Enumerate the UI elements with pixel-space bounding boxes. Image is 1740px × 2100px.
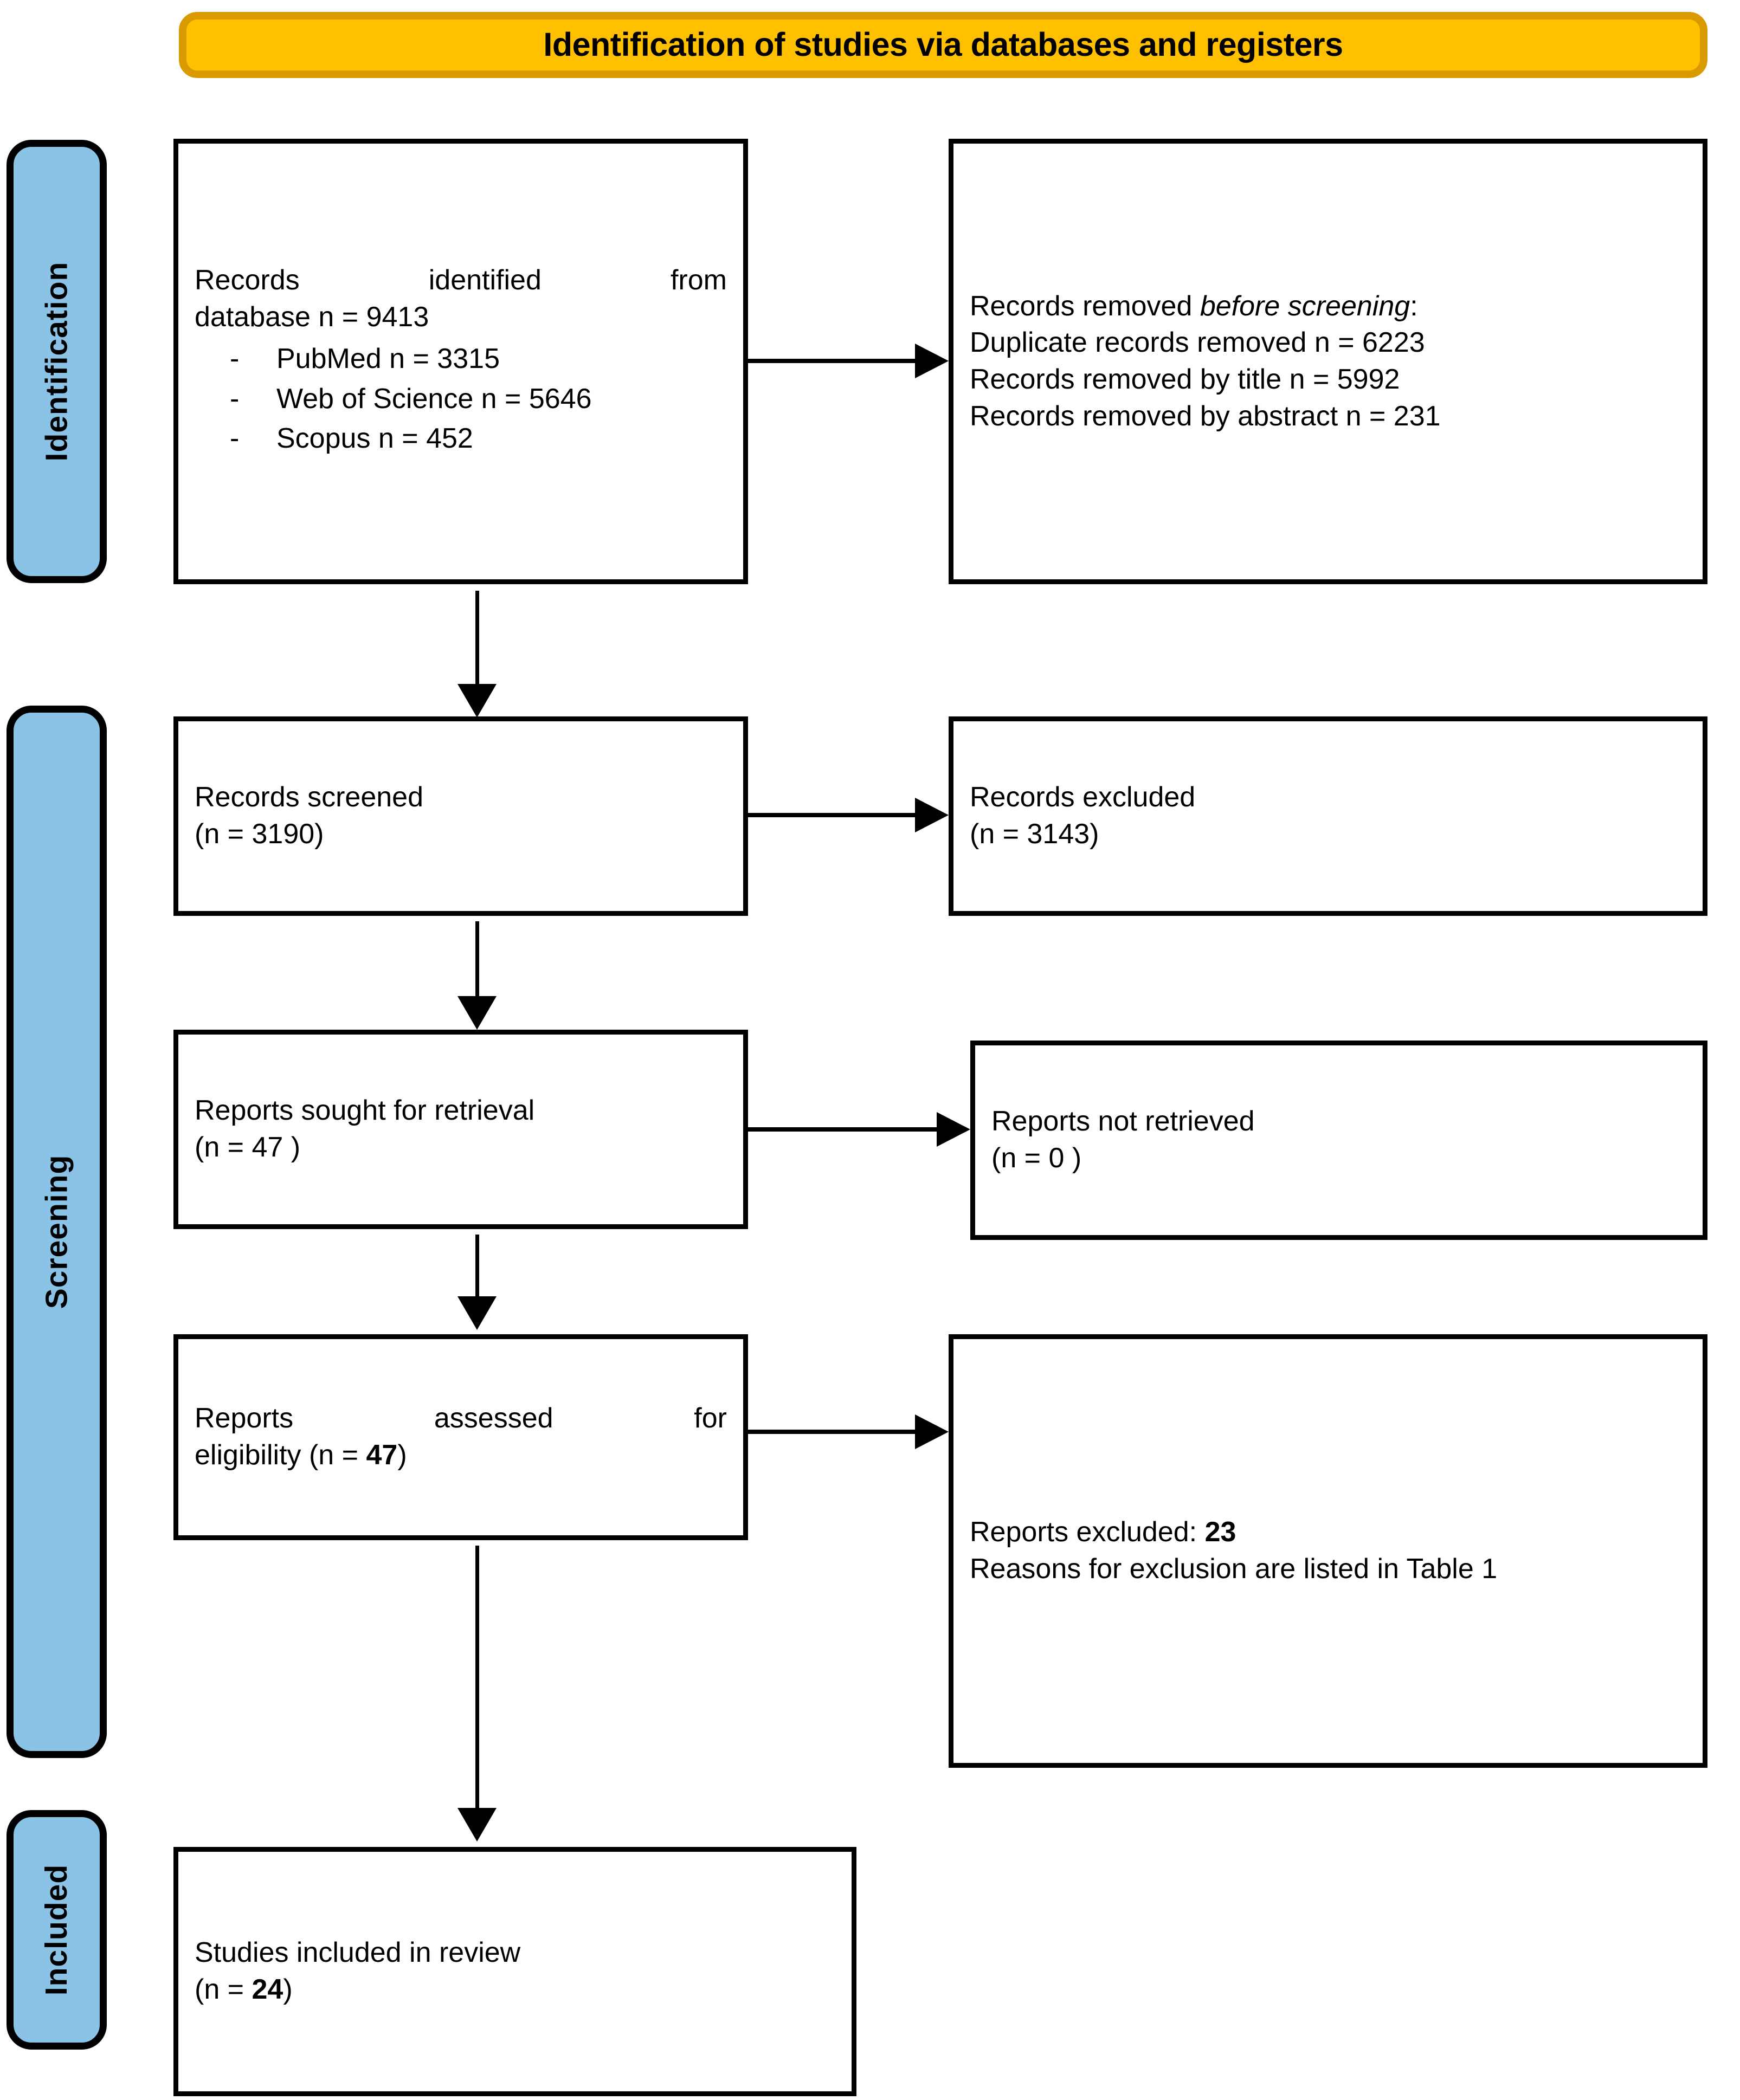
records-identified-line1: Records identified from (195, 264, 727, 296)
records-identified-source-list: PubMed n = 3315 Web of Science n = 5646 … (178, 341, 743, 461)
reports-sought-label: Reports sought for retrieval (195, 1095, 535, 1127)
arrow-head-down-icon (457, 1296, 497, 1330)
records-removed-line1-emphasis: before screening (1200, 290, 1410, 322)
box-records-excluded: Records excluded (n = 3143) (949, 716, 1707, 916)
records-identified-line2: database n = 9413 (195, 301, 429, 333)
list-item: Web of Science n = 5646 (230, 381, 727, 418)
arrow-line (748, 359, 917, 363)
stage-label-screening-text: Screening (39, 1154, 74, 1309)
box-studies-included: Studies included in review (n = 24) (173, 1847, 856, 2096)
reports-assessed-suffix: ) (397, 1439, 407, 1471)
studies-included-suffix: ) (283, 1974, 293, 2005)
records-removed-line2: Duplicate records removed n = 6223 (970, 327, 1425, 359)
box-reports-sought: Reports sought for retrieval (n = 47 ) (173, 1030, 748, 1229)
arrow-line (475, 921, 479, 998)
studies-included-count: 24 (252, 1974, 283, 2005)
records-removed-line1-colon: : (1410, 290, 1418, 322)
diagram-header-banner: Identification of studies via databases … (179, 12, 1707, 78)
arrow-head-right-icon (915, 798, 949, 832)
arrow-head-right-icon (937, 1112, 970, 1147)
records-removed-line3: Records removed by title n = 5992 (970, 364, 1400, 395)
box-records-removed-before-screening: Records removed before screening: Duplic… (949, 139, 1707, 584)
reports-excluded-line1: Reports excluded: 23 (953, 1514, 1703, 1551)
box-records-screened: Records screened (n = 3190) (173, 716, 748, 916)
records-excluded-label: Records excluded (970, 781, 1196, 813)
arrow-head-down-icon (457, 996, 497, 1030)
arrow-head-right-icon (915, 344, 949, 378)
reports-not-retrieved-label: Reports not retrieved (991, 1106, 1255, 1138)
arrow-line (748, 1127, 939, 1132)
reports-not-retrieved-count: (n = 0 ) (991, 1142, 1082, 1174)
arrow-line (475, 1546, 479, 1810)
list-item: Scopus n = 452 (230, 421, 727, 457)
box-records-identified: Records identified from database n = 941… (173, 139, 748, 584)
list-item: PubMed n = 3315 (230, 341, 727, 378)
arrow-line (748, 1430, 917, 1434)
records-screened-label: Records screened (195, 781, 423, 813)
reports-assessed-line2: eligibility (n = 47) (178, 1437, 743, 1474)
records-excluded-count: (n = 3143) (970, 818, 1099, 850)
records-removed-line4: Records removed by abstract n = 231 (970, 400, 1441, 432)
reports-excluded-line2: Reasons for exclusion are listed in Tabl… (970, 1553, 1498, 1585)
records-removed-line1: Records removed before screening: (953, 288, 1703, 325)
records-screened-count: (n = 3190) (195, 818, 324, 850)
reports-excluded-count: 23 (1204, 1516, 1236, 1548)
reports-assessed-count: 47 (366, 1439, 398, 1471)
stage-label-identification-text: Identification (39, 261, 74, 462)
box-reports-not-retrieved: Reports not retrieved (n = 0 ) (970, 1041, 1707, 1240)
reports-sought-count: (n = 47 ) (195, 1132, 301, 1163)
page-title: Identification of studies via databases … (543, 26, 1343, 63)
arrow-line (475, 1235, 479, 1298)
arrow-head-right-icon (915, 1414, 949, 1449)
box-reports-excluded-reasons: Reports excluded: 23 Reasons for exclusi… (949, 1334, 1707, 1768)
arrow-head-down-icon (457, 1808, 497, 1841)
reports-assessed-line1: Reports assessed for (195, 1403, 727, 1435)
studies-included-prefix: (n = (195, 1974, 252, 2005)
arrow-line (748, 813, 917, 817)
stage-label-included: Included (7, 1810, 107, 2050)
studies-included-label: Studies included in review (195, 1937, 521, 1969)
stage-label-screening: Screening (7, 706, 107, 1758)
box-reports-assessed: Reports assessed for eligibility (n = 47… (173, 1334, 748, 1540)
stage-label-included-text: Included (39, 1864, 74, 1996)
arrow-head-down-icon (457, 684, 497, 718)
reports-assessed-prefix: eligibility (n = (195, 1439, 366, 1471)
reports-excluded-prefix: Reports excluded: (970, 1516, 1205, 1548)
records-removed-line1-prefix: Records removed (970, 290, 1200, 322)
stage-label-identification: Identification (7, 140, 107, 583)
arrow-line (475, 591, 479, 686)
studies-included-line2: (n = 24) (178, 1972, 852, 2008)
